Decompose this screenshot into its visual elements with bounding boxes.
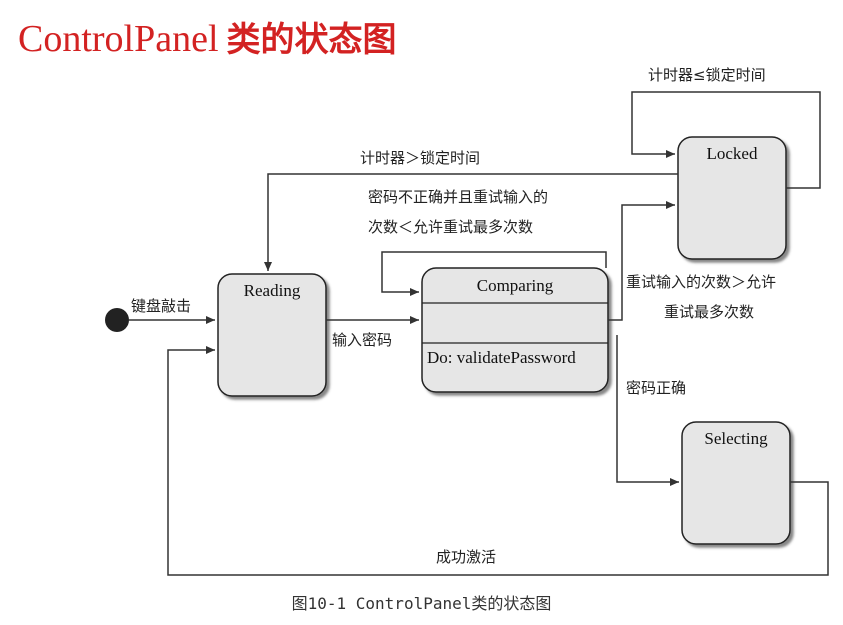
label-wrong-retry-line2: 次数＜允许重试最多次数 xyxy=(368,218,533,236)
state-comparing-activity: Do: validatePassword xyxy=(427,348,576,367)
state-locked: Locked xyxy=(677,136,787,260)
label-keyboard-hit: 键盘敲击 xyxy=(131,297,191,315)
state-selecting: Selecting xyxy=(681,421,791,545)
title-suffix: 类的状态图 xyxy=(226,20,397,60)
figure-caption: 图10-1 ControlPanel类的状态图 xyxy=(291,594,552,613)
state-locked-name: Locked xyxy=(707,144,758,163)
label-exceed-line1: 重试输入的次数＞允许 xyxy=(626,273,776,291)
label-timer-gt-locktime: 计时器＞锁定时间 xyxy=(360,149,480,167)
label-wrong-retry-line1: 密码不正确并且重试输入的 xyxy=(368,188,548,206)
transition-selecting-to-reading xyxy=(167,346,829,576)
state-comparing-name: Comparing xyxy=(477,276,554,295)
state-comparing: Comparing Do: validatePassword xyxy=(421,267,609,393)
state-selecting-name: Selecting xyxy=(704,429,768,448)
label-password-correct: 密码正确 xyxy=(626,379,686,397)
label-exceed-line2: 重试最多次数 xyxy=(664,303,754,321)
transition-locked-to-reading xyxy=(264,173,678,271)
transition-comparing-self-loop xyxy=(381,251,607,296)
label-input-password: 输入密码 xyxy=(332,331,392,349)
transition-locked-self-loop xyxy=(631,91,821,189)
transition-comparing-to-selecting xyxy=(616,335,679,486)
label-timer-le-locktime: 计时器≤锁定时间 xyxy=(648,66,766,84)
state-reading: Reading xyxy=(217,273,327,397)
initial-state xyxy=(105,308,129,332)
transition-comparing-to-locked xyxy=(608,201,675,321)
label-activate-success: 成功激活 xyxy=(436,548,496,566)
title-class-name: ControlPanel xyxy=(18,18,219,60)
state-reading-name: Reading xyxy=(244,281,301,300)
